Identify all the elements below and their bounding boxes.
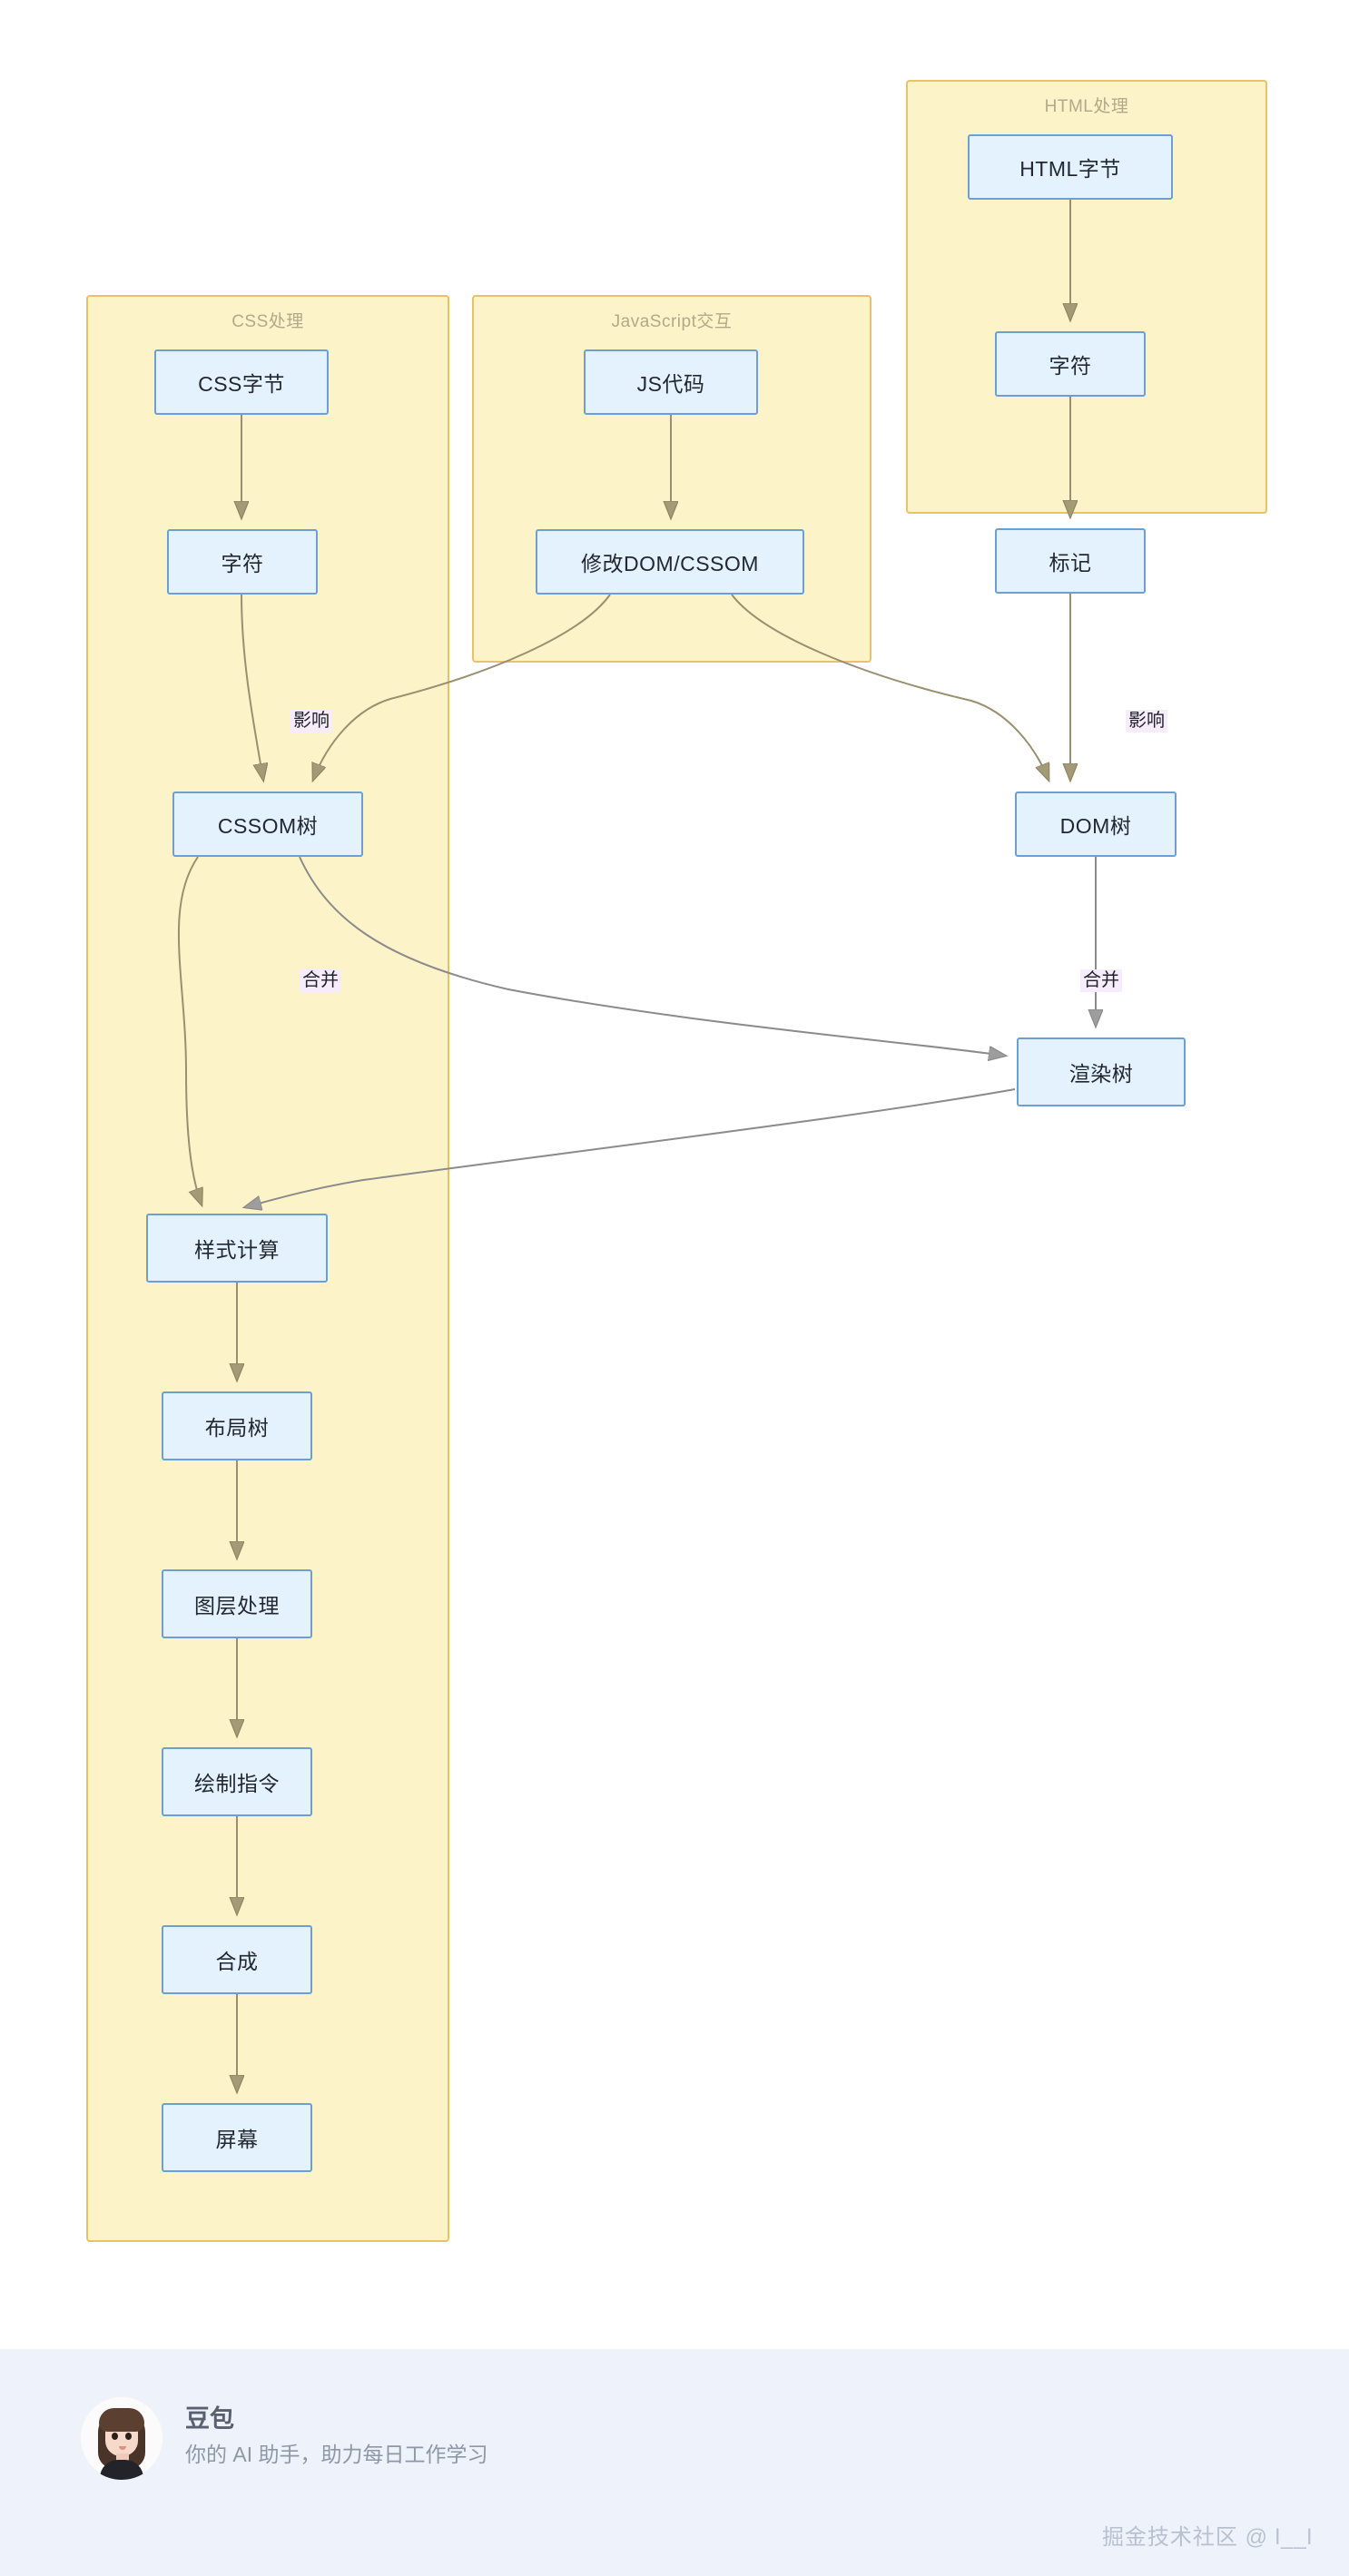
node-dom-tree-label: DOM树 [1059,814,1132,838]
node-cssom-tree-label: CSSOM树 [217,814,319,838]
node-layer-process[interactable]: 图层处理 [162,1569,312,1638]
node-js-code[interactable]: JS代码 [584,349,758,415]
node-layout-tree[interactable]: 布局树 [162,1391,312,1460]
avatar-fringe-icon [99,2408,144,2432]
avatar-mouth-icon [119,2446,126,2450]
node-html-chars-label: 字符 [1049,354,1092,378]
node-html-bytes[interactable]: HTML字节 [968,134,1173,200]
node-html-chars[interactable]: 字符 [995,331,1146,397]
node-html-bytes-label: HTML字节 [1019,157,1121,181]
edge-label-merge-cssom: 合并 [300,969,341,992]
node-screen[interactable]: 屏幕 [162,2103,312,2172]
node-css-bytes[interactable]: CSS字节 [154,349,329,415]
node-layer-process-label: 图层处理 [194,1594,280,1617]
footer-text-block: 豆包 你的 AI 助手，助力每日工作学习 [185,2404,488,2473]
footer-tagline: 你的 AI 助手，助力每日工作学习 [185,2443,488,2467]
node-html-tokens-label: 标记 [1049,551,1092,575]
edge-label-affect-dom: 影响 [1126,710,1167,732]
node-dom-tree[interactable]: DOM树 [1015,791,1177,857]
node-cssom-tree[interactable]: CSSOM树 [172,791,363,857]
node-render-tree-label: 渲染树 [1068,1062,1134,1086]
watermark: 掘金技术社区 @ l__l [1101,2525,1313,2550]
node-layout-tree-label: 布局树 [204,1416,270,1440]
edge-label-merge-dom: 合并 [1080,969,1122,992]
diagram-canvas: HTML处理 CSS处理 JavaScript交互 [86,80,1267,2242]
node-css-bytes-label: CSS字节 [198,372,285,396]
node-css-chars-label: 字符 [221,552,264,575]
footer-bar: 豆包 你的 AI 助手，助力每日工作学习 掘金技术社区 @ l__l [0,2349,1349,2576]
node-style-calc[interactable]: 样式计算 [146,1214,328,1283]
avatar-eye-right-icon [125,2433,132,2440]
node-css-chars[interactable]: 字符 [167,529,318,595]
footer-profile: 豆包 你的 AI 助手，助力每日工作学习 [80,2396,488,2480]
node-composite-label: 合成 [215,1950,259,1973]
node-paint-cmds-label: 绘制指令 [194,1772,280,1795]
node-composite[interactable]: 合成 [162,1925,312,1994]
node-paint-cmds[interactable]: 绘制指令 [162,1747,312,1816]
avatar-eye-left-icon [112,2433,118,2440]
node-render-tree[interactable]: 渲染树 [1017,1037,1186,1106]
avatar [80,2396,163,2480]
cluster-js-title: JavaScript交互 [611,312,733,331]
node-js-modify[interactable]: 修改DOM/CSSOM [536,529,804,595]
node-style-calc-label: 样式计算 [194,1238,280,1262]
cluster-css-title: CSS处理 [231,312,304,331]
cluster-html-title: HTML处理 [1044,97,1129,116]
node-screen-label: 屏幕 [215,2128,259,2151]
node-js-code-label: JS代码 [636,372,705,396]
avatar-body-icon [100,2460,143,2480]
node-js-modify-label: 修改DOM/CSSOM [581,552,759,575]
footer-app-name: 豆包 [185,2404,234,2433]
edge-label-affect-cssom: 影响 [290,710,332,732]
node-html-tokens[interactable]: 标记 [995,528,1146,594]
